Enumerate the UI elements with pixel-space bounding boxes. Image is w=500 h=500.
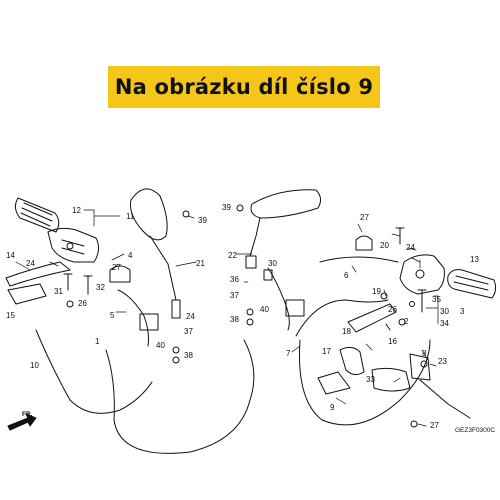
part-label-9: 9 [330, 403, 335, 412]
part-label-16: 16 [388, 337, 397, 346]
part-label-34: 35 [432, 295, 441, 304]
bracket-17 [339, 346, 365, 376]
bracket-8 [409, 353, 431, 381]
part-label-24b: 24 [406, 243, 415, 252]
part-label-28: 30 [268, 259, 277, 268]
diagram-code: GEZ3F0300C [455, 427, 495, 434]
bracket-9 [317, 371, 351, 395]
part-label-7: 7 [286, 349, 291, 358]
part-label-39b: 39 [222, 203, 231, 212]
part-label-35: 33 [366, 375, 375, 384]
part-label-12: 12 [72, 206, 81, 215]
part-label-32: 32 [96, 283, 105, 292]
part-label-13: 13 [470, 255, 479, 264]
bolts [63, 204, 428, 428]
cable-left [35, 329, 153, 414]
right-mirror [245, 189, 322, 269]
part-label-38: 38 [230, 315, 239, 324]
part-label-4: 4 [128, 251, 133, 260]
part-label-26b: 26 [388, 305, 397, 314]
page-title: Na obrázku díl číslo 9 [114, 75, 374, 99]
switch-block-right [285, 299, 305, 317]
part-labels: 11 12 14 24 27 4 21 39 39 22 30 36 37 40… [6, 203, 495, 434]
part-label-10: 10 [30, 361, 39, 370]
part-label-29: 27 [430, 421, 439, 430]
part-label-20: 20 [380, 241, 389, 250]
harness-b [267, 267, 290, 331]
part-label-23: 23 [438, 357, 447, 366]
small-bracket-27-left [109, 265, 131, 283]
part-label-31: 31 [54, 287, 63, 296]
cable-lower-right [419, 379, 471, 419]
leader-lines [15, 209, 439, 427]
part-label-21: 21 [196, 259, 205, 268]
part-label-19: 19 [372, 287, 381, 296]
left-grip [14, 197, 60, 233]
right-switch-housing [399, 254, 445, 295]
part-label-36: 36 [230, 275, 239, 284]
part-label-40b: 40 [156, 341, 165, 350]
part-label-37: 37 [230, 291, 239, 300]
part-label-17: 17 [322, 347, 331, 356]
part-label-30: 30 [440, 307, 449, 316]
part-label-1: 1 [95, 337, 100, 346]
left-mirror [130, 188, 181, 319]
part-label-24: 24 [26, 259, 35, 268]
part-label-37b: 37 [184, 327, 193, 336]
part-label-38b: 38 [184, 351, 193, 360]
part-label-27b: 27 [360, 213, 369, 222]
throttle-cable [105, 339, 255, 454]
part-label-33: 34 [440, 319, 449, 328]
part-label-39: 39 [198, 216, 207, 225]
part-label-25: 24 [186, 312, 195, 321]
cable-long-right [299, 339, 431, 426]
part-label-5: 5 [110, 311, 115, 320]
part-label-15: 15 [6, 311, 15, 320]
part-label-40: 40 [260, 305, 269, 314]
right-lever [347, 303, 397, 333]
small-bracket-27-right [355, 235, 373, 251]
switch-block [139, 313, 159, 331]
harness-a [117, 289, 149, 347]
left-switch-housing [47, 227, 100, 263]
part-label-3: 3 [460, 307, 465, 316]
part-label-6: 6 [344, 271, 349, 280]
part-label-14: 14 [6, 251, 15, 260]
cable-upper-right [319, 256, 399, 263]
clip-28 [263, 269, 273, 281]
part-label-11: 11 [126, 212, 135, 221]
part-label-22: 22 [228, 251, 237, 260]
right-grip [447, 269, 497, 299]
front-arrow [7, 413, 37, 431]
part-label-18: 18 [342, 327, 351, 336]
front-label: FR. [22, 411, 33, 418]
left-lever [5, 261, 71, 305]
brake-cable-right [295, 299, 389, 337]
part-label-8: 8 [422, 349, 427, 358]
part-label-27: 27 [112, 263, 121, 272]
part-label-2: 2 [404, 317, 409, 326]
part-label-26: 26 [78, 299, 87, 308]
title-banner: Na obrázku díl číslo 9 [108, 66, 380, 108]
bracket-35 [371, 367, 411, 392]
